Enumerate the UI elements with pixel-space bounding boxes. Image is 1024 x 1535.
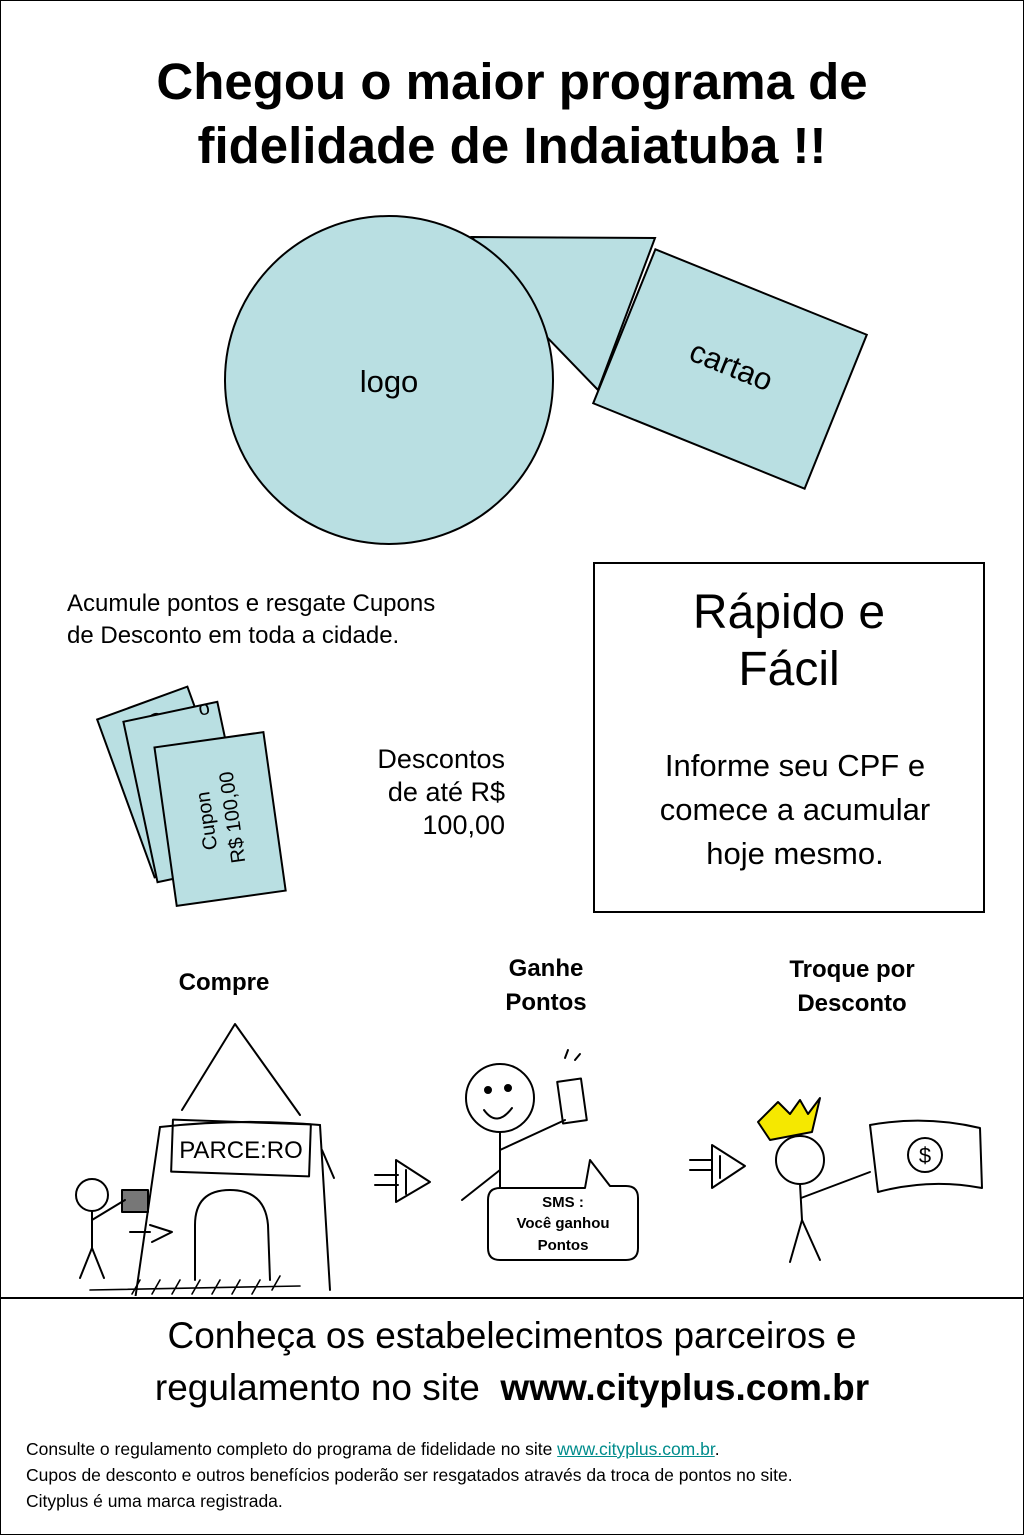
title-line-1: Chegou o maior programa de bbox=[156, 53, 868, 110]
crowned-figure bbox=[757, 1097, 871, 1263]
logo-circle bbox=[224, 215, 554, 545]
crown-icon bbox=[757, 1097, 821, 1141]
regulation-link[interactable]: www.cityplus.com.br bbox=[557, 1439, 715, 1459]
arrow-icon-1 bbox=[374, 1159, 431, 1203]
quick-easy-text: Informe seu CPF e comece a acumular hoje… bbox=[659, 748, 931, 871]
buyer-figure bbox=[75, 1178, 126, 1279]
sms-line-2: Você ganhou bbox=[516, 1215, 609, 1232]
coupon-stack: Cupon o Cupon R$ 100,00 bbox=[95, 685, 287, 908]
partner-store: PARCE:RO bbox=[121, 1023, 335, 1296]
store-sign: PARCE:RO bbox=[179, 1137, 303, 1164]
quick-easy-title: Rápido e Fácil bbox=[692, 586, 886, 696]
steps-illustration: PARCE:RO bbox=[75, 1023, 983, 1296]
happy-figure bbox=[461, 1049, 588, 1201]
phone-icon bbox=[556, 1077, 588, 1125]
footer-headline: Conheça os estabelecimentos parceiros e … bbox=[154, 1315, 870, 1408]
step-earn-label: Ganhe Pontos bbox=[505, 955, 587, 1016]
coupon-front: Cupon R$ 100,00 bbox=[153, 731, 287, 908]
logo-label: logo bbox=[360, 364, 419, 399]
quick-easy-box: Rápido e Fácil Informe seu CPF e comece … bbox=[593, 562, 985, 913]
discounts-text: Descontos de até R$ 100,00 bbox=[377, 744, 505, 840]
sms-bubble: SMS : Você ganhou Pontos bbox=[487, 1159, 639, 1261]
svg-text:o: o bbox=[196, 697, 211, 721]
title-line-2: fidelidade de Indaiatuba !! bbox=[197, 117, 827, 174]
fine-print: Consulte o regulamento completo do progr… bbox=[26, 1439, 793, 1511]
site-url: www.cityplus.com.br bbox=[500, 1367, 870, 1408]
svg-text:$: $ bbox=[919, 1143, 931, 1168]
money-bill-icon: $ bbox=[869, 1119, 983, 1193]
accumulate-points-text: Acumule pontos e resgate Cupons de Desco… bbox=[67, 590, 436, 649]
sms-line-1: SMS : bbox=[542, 1194, 584, 1211]
sms-line-3: Pontos bbox=[538, 1237, 589, 1254]
logo-card-graphic: logo cartao bbox=[224, 215, 869, 545]
footer-divider bbox=[0, 1297, 1024, 1299]
step-exchange-label: Troque por Desconto bbox=[789, 956, 915, 1017]
step-buy-label: Compre bbox=[178, 969, 270, 996]
loyalty-card: cartao bbox=[591, 248, 869, 490]
ground-hatch bbox=[89, 1275, 301, 1295]
page-title: Chegou o maior programa de fidelidade de… bbox=[0, 50, 1024, 178]
arrow-icon-2 bbox=[689, 1144, 746, 1189]
